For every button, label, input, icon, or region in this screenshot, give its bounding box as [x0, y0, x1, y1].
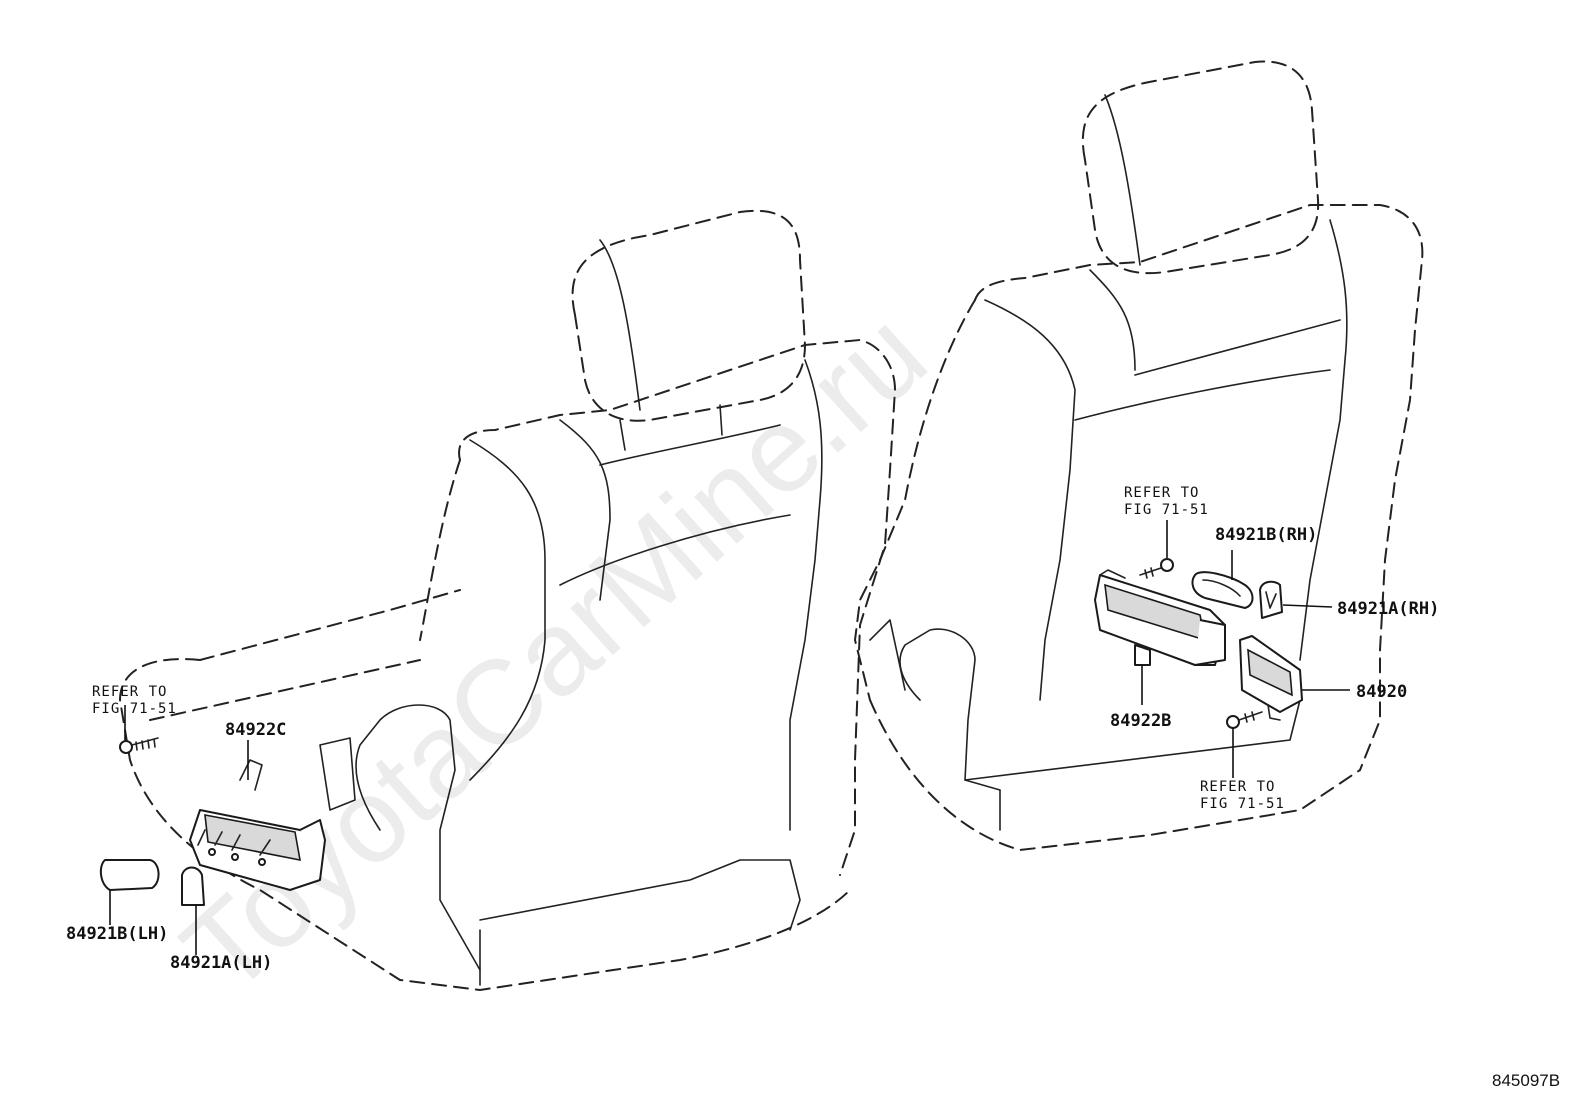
right-ref-top-line1: REFER TO: [1124, 485, 1199, 501]
knob-84921A-LH-part: [181, 866, 205, 906]
screw-right-bottom-part: [1226, 711, 1263, 729]
right-ref-bottom-line1: REFER TO: [1200, 779, 1275, 795]
label-84920: 84920: [1356, 682, 1407, 702]
label-84922C: 84922C: [225, 720, 286, 740]
label-84921A-RH: 84921A(RH): [1337, 599, 1439, 619]
knob-84921B-RH-part: [1191, 571, 1254, 609]
screw-right-top-part: [1139, 558, 1174, 579]
right-seat-outline: [854, 60, 1424, 851]
left-ref-line2: FIG 71-51: [92, 701, 177, 717]
left-ref-line1: REFER TO: [92, 684, 167, 700]
right-ref-bottom-line2: FIG 71-51: [1200, 796, 1285, 812]
drawing-code: 845097B: [1492, 1071, 1560, 1090]
label-84921A-LH: 84921A(LH): [170, 953, 272, 973]
leader-84921A-RH: [1282, 604, 1333, 608]
switch-84922C-part: [189, 759, 326, 891]
screw-left-part: [119, 737, 159, 754]
knob-84921A-RH-part: [1259, 580, 1283, 619]
module-84920-part: [1239, 635, 1303, 721]
right-ref-top-line2: FIG 71-51: [1124, 502, 1209, 518]
knob-84921B-LH-part: [99, 859, 160, 891]
label-84922B: 84922B: [1110, 711, 1171, 731]
left-seat-outline: [119, 209, 896, 991]
switch-84922B-part: [1094, 569, 1226, 666]
watermark: ToyotaCarMine.ru: [158, 286, 951, 1019]
label-84921B-RH: 84921B(RH): [1215, 525, 1317, 545]
label-84921B-LH: 84921B(LH): [66, 924, 168, 944]
